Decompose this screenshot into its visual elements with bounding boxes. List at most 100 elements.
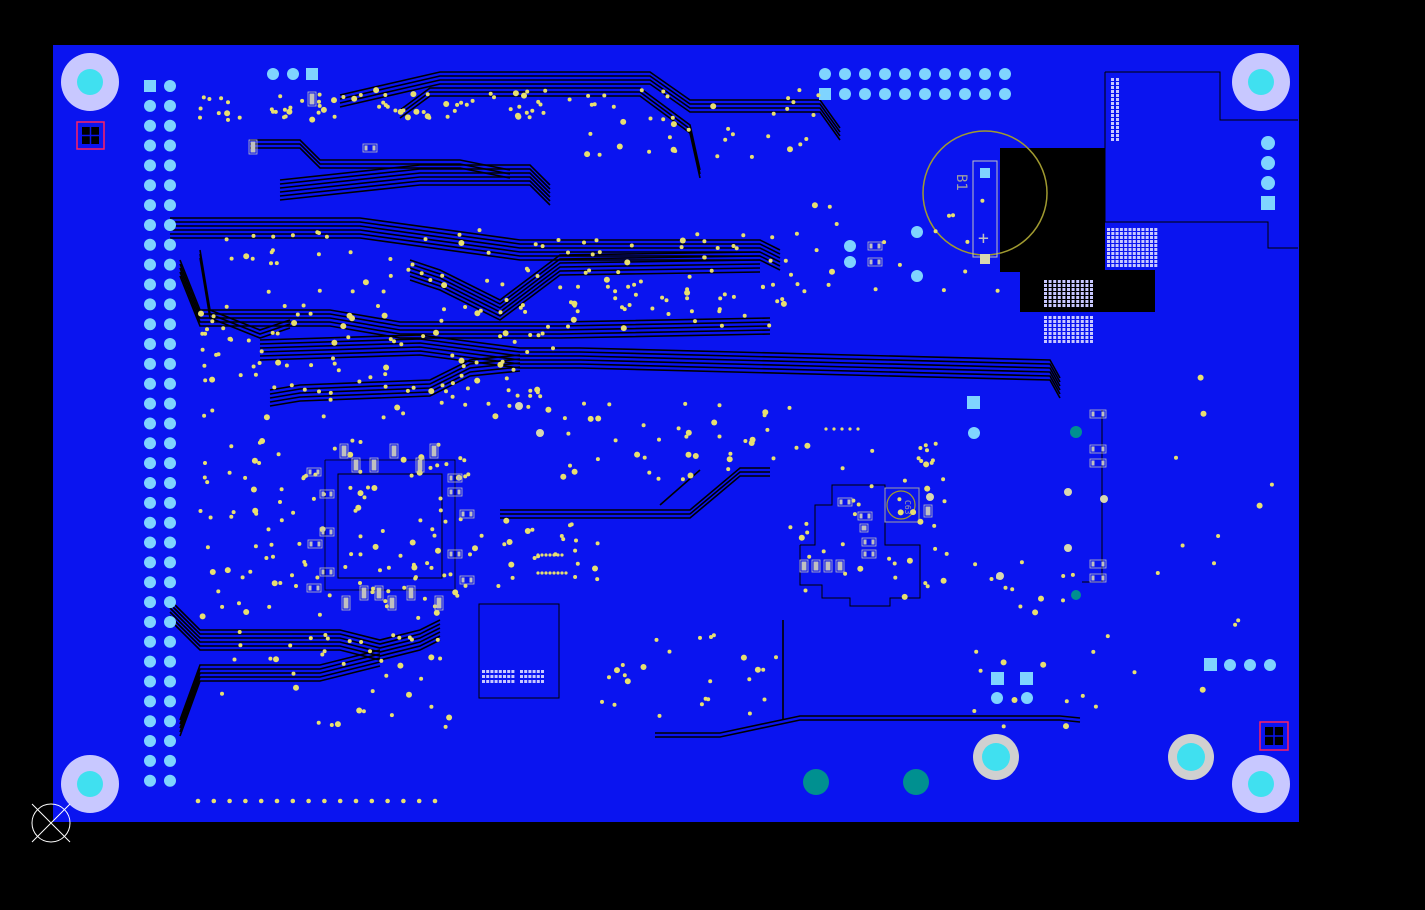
via	[200, 347, 205, 352]
bga-pad	[1071, 292, 1075, 295]
via	[541, 110, 546, 115]
via	[544, 571, 548, 575]
via	[527, 115, 532, 120]
via	[251, 364, 256, 369]
via	[266, 527, 271, 532]
bga-pad	[1115, 256, 1119, 259]
via	[383, 93, 388, 97]
via	[719, 323, 724, 328]
via	[229, 514, 234, 519]
via	[320, 106, 327, 113]
via	[377, 104, 382, 109]
via	[405, 388, 410, 393]
bga-pad	[1137, 244, 1141, 247]
header-pin	[164, 218, 176, 231]
via	[786, 96, 791, 101]
test-pad	[911, 226, 923, 238]
bga-pad	[1115, 228, 1119, 231]
bga-pad	[1044, 280, 1047, 283]
bga-pad	[1150, 256, 1153, 259]
bga-pad	[1044, 304, 1047, 307]
cap-label: C63	[903, 500, 912, 515]
origin-crosshair-icon	[31, 803, 71, 843]
via	[201, 95, 206, 100]
via	[238, 643, 243, 648]
via	[774, 655, 778, 660]
bga-pad	[1116, 94, 1119, 97]
via	[198, 509, 203, 513]
via	[1256, 502, 1263, 509]
bga-pad	[1044, 288, 1047, 291]
via	[575, 561, 580, 566]
bga-pad	[1044, 328, 1047, 331]
pin-header-top[interactable]	[267, 68, 1011, 100]
bga-pad	[1090, 316, 1093, 319]
via	[711, 633, 716, 638]
via	[371, 586, 375, 591]
via	[409, 539, 416, 546]
bga-pad	[507, 675, 511, 678]
via	[317, 288, 322, 293]
via	[359, 640, 364, 644]
via	[457, 232, 462, 237]
via	[918, 446, 923, 450]
bga-pad	[1048, 340, 1052, 343]
via	[322, 649, 327, 654]
bga-pad	[486, 675, 490, 678]
via	[569, 300, 573, 305]
via	[220, 691, 224, 696]
via	[416, 798, 422, 804]
via	[1216, 534, 1221, 538]
via	[518, 305, 523, 310]
via	[383, 372, 388, 377]
via	[698, 635, 702, 640]
pin-header-left[interactable]	[144, 80, 176, 787]
via	[349, 552, 354, 557]
smd-pad	[391, 597, 395, 609]
via	[1018, 604, 1023, 609]
smd-part	[447, 473, 463, 483]
via	[708, 679, 713, 684]
via	[525, 350, 530, 354]
bga-pad	[1128, 240, 1132, 243]
trace	[179, 259, 771, 323]
via	[195, 798, 201, 804]
trace	[269, 358, 521, 395]
bga-pad	[1057, 336, 1061, 339]
via	[340, 323, 347, 330]
smd-part	[867, 241, 883, 251]
via	[243, 475, 248, 480]
via	[498, 334, 503, 339]
via	[463, 402, 468, 407]
bga-pad	[1057, 284, 1061, 287]
trace	[655, 715, 1081, 734]
header-pin	[164, 754, 176, 767]
bga-pad	[1090, 340, 1093, 343]
via	[472, 545, 478, 552]
connector-pads-bottom[interactable]	[803, 734, 1214, 795]
via	[366, 485, 370, 490]
via	[560, 553, 564, 557]
bga-pad	[507, 670, 511, 673]
via	[506, 539, 513, 545]
via	[723, 137, 728, 142]
bga-pad	[1076, 304, 1080, 307]
via	[747, 677, 752, 682]
via	[492, 95, 496, 100]
via	[349, 315, 355, 322]
misc-pads[interactable]	[844, 136, 1276, 704]
bga-pad	[1150, 228, 1153, 231]
via	[251, 233, 256, 238]
bga-pad	[1145, 256, 1149, 259]
via	[325, 636, 330, 641]
via	[506, 388, 511, 393]
via	[210, 319, 215, 324]
via	[455, 102, 460, 107]
smd-pad	[309, 541, 313, 547]
via	[787, 405, 792, 410]
via	[789, 272, 793, 277]
via	[622, 307, 627, 312]
via	[624, 678, 631, 685]
via	[332, 361, 337, 366]
